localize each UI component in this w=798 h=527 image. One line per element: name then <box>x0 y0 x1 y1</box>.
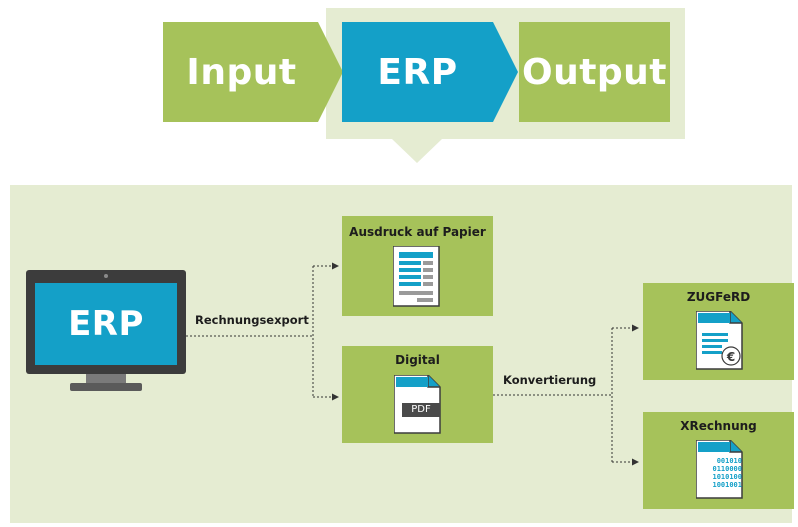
digital-output-title: Digital <box>395 353 440 367</box>
output-stage-shape <box>519 22 670 122</box>
paper-output-box: Ausdruck auf Papier <box>342 216 493 316</box>
down-pointer-triangle <box>392 139 442 163</box>
zugferd-output-box: ZUGFeRD € <box>643 283 794 380</box>
binary-line: 1001001 <box>712 481 742 489</box>
binary-line: 001010 <box>716 457 742 465</box>
erp-stage-shape <box>342 22 518 122</box>
zugferd-output-title: ZUGFeRD <box>686 290 751 304</box>
xrechnung-output-title: XRechnung <box>680 419 757 433</box>
binary-line: 1010100 <box>712 473 742 481</box>
conversion-flow-label: Konvertierung <box>503 373 597 387</box>
pdf-document-icon <box>394 375 441 434</box>
pdf-label: PDF <box>411 404 431 415</box>
output-stage-label: Output <box>521 51 668 93</box>
monitor-icon <box>26 270 186 391</box>
binary-line: 0110000 <box>712 465 742 473</box>
erp-stage-label: ERP <box>377 51 458 93</box>
input-stage-label: Input <box>186 51 297 93</box>
xrechnung-output-box: XRechnung 001010 0110000 1010100 1001001 <box>643 412 794 509</box>
paper-output-title: Ausdruck auf Papier <box>349 225 486 239</box>
binary-code-text: 001010 0110000 1010100 1001001 <box>700 457 742 489</box>
input-stage-shape <box>163 22 343 122</box>
digital-output-box: Digital PDF <box>342 346 493 443</box>
xrechnung-document-icon <box>696 440 743 499</box>
monitor-screen-label: ERP <box>68 304 144 344</box>
export-flow-label: Rechnungsexport <box>195 313 309 327</box>
euro-symbol: € <box>726 350 736 364</box>
paper-document-icon <box>393 246 440 307</box>
zugferd-document-icon <box>696 311 743 370</box>
